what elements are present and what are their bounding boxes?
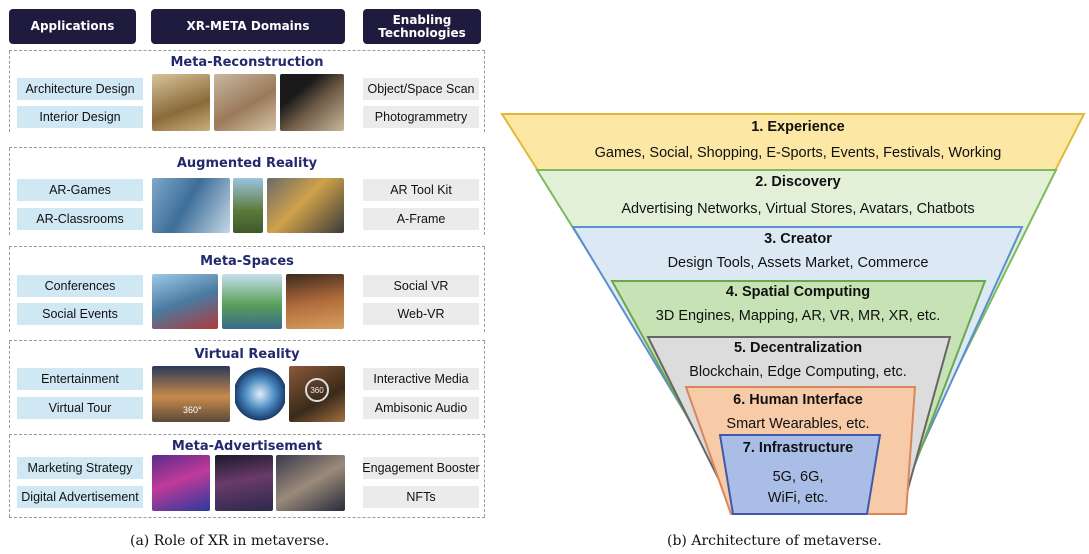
vr-panorama-image: 360° <box>152 366 230 422</box>
technology-box: AR Tool Kit <box>363 179 479 201</box>
application-box: Virtual Tour <box>17 397 143 419</box>
application-box: AR-Games <box>17 179 143 201</box>
section-title: Meta-Advertisement <box>171 439 323 454</box>
layer-title: 2. Discovery <box>755 174 840 190</box>
application-box: AR-Classrooms <box>17 208 143 230</box>
section-title: Augmented Reality <box>176 156 318 171</box>
layer-description: WiFi, etc. <box>768 490 828 506</box>
section-meta-reconstruction: Meta-Reconstruction Architecture Design … <box>9 50 485 132</box>
layer-title: 4. Spatial Computing <box>726 284 870 300</box>
application-box: Marketing Strategy <box>17 457 143 479</box>
application-box: Digital Advertisement <box>17 486 143 508</box>
section-virtual-reality: Virtual Reality Entertainment Virtual To… <box>9 340 485 428</box>
layer-description: Blockchain, Edge Computing, etc. <box>689 364 907 380</box>
virtual-theater-image <box>286 274 344 329</box>
virtual-event-image <box>215 455 273 511</box>
domains-header: XR-META Domains <box>151 9 345 44</box>
applications-header: Applications <box>9 9 136 44</box>
technology-box: NFTs <box>363 486 479 508</box>
xr-role-panel: Applications XR-META Domains Enabling Te… <box>0 0 500 554</box>
technology-box: Ambisonic Audio <box>363 397 479 419</box>
layer-description: Design Tools, Assets Market, Commerce <box>668 255 929 271</box>
section-augmented-reality: Augmented Reality AR-Games AR-Classrooms… <box>9 147 485 235</box>
application-box: Entertainment <box>17 368 143 390</box>
layer-description: 5G, 6G, <box>773 469 824 485</box>
section-meta-advertisement: Meta-Advertisement Marketing Strategy Di… <box>9 434 485 518</box>
layer-description: Advertising Networks, Virtual Stores, Av… <box>621 201 974 217</box>
layer-description: 3D Engines, Mapping, AR, VR, MR, XR, etc… <box>656 308 940 324</box>
vr-360-circle-label: 360 <box>305 378 329 402</box>
application-box: Conferences <box>17 275 143 297</box>
technology-box: Object/Space Scan <box>363 78 479 100</box>
street-ad-image <box>276 455 345 511</box>
section-meta-spaces: Meta-Spaces Conferences Social Events So… <box>9 246 485 332</box>
space-scan-image <box>280 74 344 131</box>
caption-a: (a) Role of XR in metaverse. <box>130 533 330 549</box>
funnel-layer-7 <box>718 434 882 515</box>
layer-title: 7. Infrastructure <box>743 440 853 456</box>
layer-description: Games, Social, Shopping, E-Sports, Event… <box>595 145 1002 161</box>
technologies-header-line2: Technologies <box>378 25 466 40</box>
ar-outdoor-image <box>233 178 263 233</box>
section-title: Meta-Reconstruction <box>170 55 324 70</box>
technology-box: Photogrammetry <box>363 106 479 128</box>
layer-title: 1. Experience <box>751 119 845 135</box>
section-title: Meta-Spaces <box>200 254 294 269</box>
layer-title: 5. Decentralization <box>734 340 862 356</box>
interior-room-image <box>214 74 276 131</box>
technology-box: Web-VR <box>363 303 479 325</box>
neon-ad-image <box>152 455 210 511</box>
application-box: Interior Design <box>17 106 143 128</box>
vr-360-video-image: 360 <box>289 366 345 422</box>
ar-classroom-image <box>267 178 344 233</box>
technologies-header-line1: Enabling <box>392 12 452 27</box>
technology-box: Engagement Booster <box>362 457 480 479</box>
technology-box: Interactive Media <box>363 368 479 390</box>
technology-box: Social VR <box>363 275 479 297</box>
ar-game-image <box>152 178 230 233</box>
layer-title: 3. Creator <box>764 231 832 247</box>
application-box: Social Events <box>17 303 143 325</box>
layer-description: Smart Wearables, etc. <box>726 416 869 432</box>
vr-sphere-image <box>235 366 285 422</box>
architecture-room-image <box>152 74 210 131</box>
technologies-header: Enabling Technologies <box>363 9 481 44</box>
section-title: Virtual Reality <box>194 347 300 362</box>
vr-360-label: 360° <box>183 405 202 415</box>
conference-space-image <box>152 274 218 329</box>
technology-box: A-Frame <box>363 208 479 230</box>
caption-b: (b) Architecture of metaverse. <box>667 533 882 549</box>
layer-title: 6. Human Interface <box>733 392 863 408</box>
virtual-island-image <box>222 274 282 329</box>
application-box: Architecture Design <box>17 78 143 100</box>
